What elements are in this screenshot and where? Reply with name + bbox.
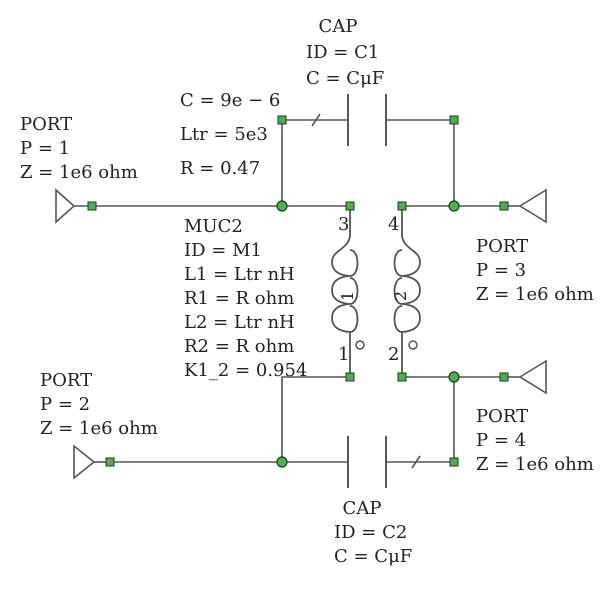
port3-pin[interactable] — [499, 201, 509, 211]
port4-p-label: P = 4 — [476, 430, 527, 451]
port1-z-label: Z = 1e6 ohm — [20, 162, 138, 183]
junction-node-bottom-left[interactable] — [276, 456, 288, 468]
muc-k-label: K1_2 = 0.954 — [184, 360, 308, 381]
port3-type-label: PORT — [476, 236, 529, 257]
muc-l2-label: L2 = Ltr nH — [184, 312, 295, 333]
port3-icon[interactable] — [518, 188, 547, 224]
winding-2-label: 2 — [391, 291, 410, 301]
port2-icon[interactable] — [73, 444, 96, 480]
port4-z-label: Z = 1e6 ohm — [476, 454, 594, 475]
muc-r2-label: R2 = R ohm — [184, 336, 295, 357]
cap1-pin-left[interactable] — [277, 115, 287, 125]
port4-pin[interactable] — [499, 372, 509, 382]
cap2-type-label: CAP — [342, 498, 382, 519]
wire-cap1-right — [386, 119, 455, 206]
port3-z-label: Z = 1e6 ohm — [476, 284, 594, 305]
port3-p-label: P = 3 — [476, 260, 527, 281]
muc-pin-1[interactable] — [345, 372, 355, 382]
port1-icon[interactable] — [55, 188, 76, 224]
pin-2-label: 2 — [388, 344, 400, 365]
port2-pin[interactable] — [105, 457, 115, 467]
wire-cap1-tick — [311, 113, 321, 127]
port2-p-label: P = 2 — [40, 394, 91, 415]
cap2-id-label: ID = C2 — [334, 522, 408, 543]
muc-type-label: MUC2 — [184, 216, 243, 237]
wire-pin1-port2 — [110, 376, 350, 463]
cap1-type-label: CAP — [318, 16, 358, 37]
port1-p-label: P = 1 — [20, 138, 71, 159]
pin-1-label: 1 — [338, 344, 350, 365]
muc-pin-2[interactable] — [397, 372, 407, 382]
cap1-value-label: C = CμF — [306, 68, 385, 89]
var-r-label: R = 0.47 — [180, 158, 261, 179]
wire-cap2-right — [386, 377, 455, 463]
muc-pin-3[interactable] — [345, 201, 355, 211]
pin-4-label: 4 — [388, 214, 400, 235]
muc-r1-label: R1 = R ohm — [184, 288, 295, 309]
port4-type-label: PORT — [476, 406, 529, 427]
winding-1-label: 1 — [338, 291, 357, 301]
wire-cap1-left — [281, 119, 348, 206]
pin-3-label: 3 — [338, 214, 350, 235]
cap1-id-label: ID = C1 — [306, 42, 380, 63]
port2-z-label: Z = 1e6 ohm — [40, 418, 158, 439]
port1-pin[interactable] — [87, 201, 97, 211]
port2-type-label: PORT — [40, 370, 93, 391]
cap1-pin-right[interactable] — [449, 115, 459, 125]
muc-l1-label: L1 = Ltr nH — [184, 264, 295, 285]
junction-node-top-right[interactable] — [448, 200, 460, 212]
port1-type-label: PORT — [20, 114, 73, 135]
var-c-label: C = 9e − 6 — [180, 90, 281, 111]
capacitor-c1-symbol — [347, 94, 387, 146]
wire-cap2-tick — [411, 455, 421, 469]
muc-pin-4[interactable] — [397, 201, 407, 211]
junction-node-bottom-right[interactable] — [448, 371, 460, 383]
capacitor-c2-symbol — [347, 436, 387, 488]
cap2-value-label: C = CμF — [334, 546, 413, 567]
muc-id-label: ID = M1 — [184, 240, 262, 261]
junction-node-top-left[interactable] — [276, 200, 288, 212]
inductor-coil-2-icon — [393, 206, 421, 377]
inductor-coil-1-icon — [331, 206, 365, 377]
var-ltr-label: Ltr = 5e3 — [180, 124, 268, 145]
port4-icon[interactable] — [518, 359, 547, 395]
cap2-pin-right[interactable] — [449, 457, 459, 467]
